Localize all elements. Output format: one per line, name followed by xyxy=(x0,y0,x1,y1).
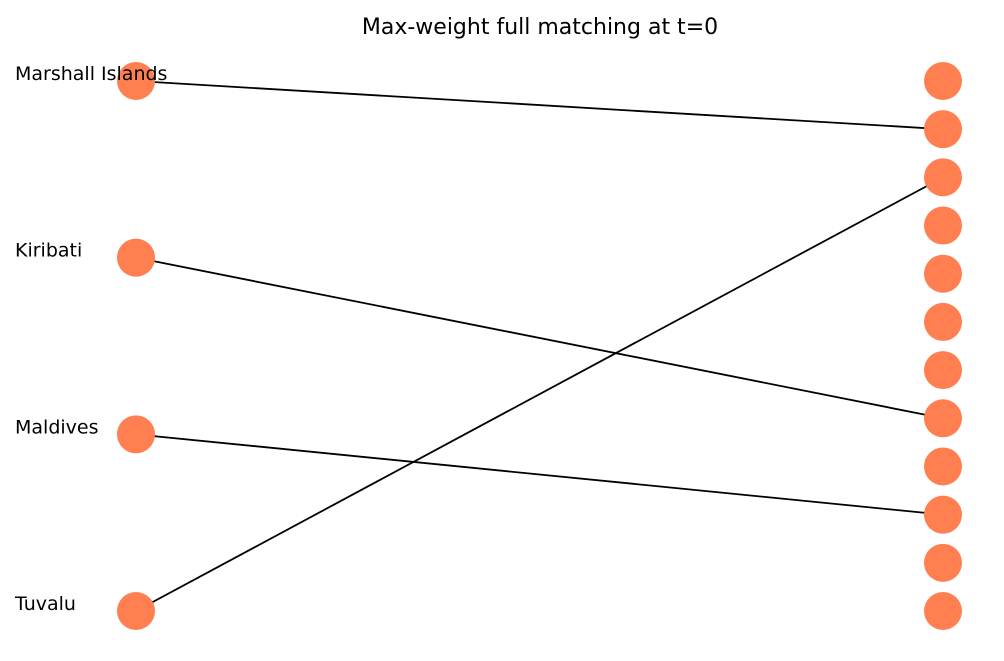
node-label-marshall: Marshall Islands xyxy=(15,63,167,85)
node-label-maldives: Maldives xyxy=(15,416,99,438)
right-node-r10 xyxy=(924,543,962,582)
left-node-tuvalu xyxy=(117,592,155,630)
matching-edge-maldives-r9 xyxy=(135,433,944,516)
left-node-maldives xyxy=(117,415,155,454)
node-layer xyxy=(117,62,962,630)
right-node-r9 xyxy=(924,495,962,534)
matching-edge-marshall-r1 xyxy=(135,80,944,131)
diagram-title: Max-weight full matching at t=0 xyxy=(362,15,718,40)
node-label-tuvalu: Tuvalu xyxy=(14,593,76,615)
right-node-r4 xyxy=(924,254,962,293)
matching-edge-kiribati-r7 xyxy=(135,256,944,420)
right-node-r5 xyxy=(924,302,962,341)
right-node-r1 xyxy=(924,110,962,149)
right-node-r8 xyxy=(924,447,962,486)
matching-edge-tuvalu-r2 xyxy=(135,176,944,612)
left-node-kiribati xyxy=(117,238,155,277)
right-node-r6 xyxy=(924,351,962,390)
edge-layer xyxy=(135,80,944,612)
node-label-kiribati: Kiribati xyxy=(15,240,82,262)
right-node-r0 xyxy=(924,62,962,100)
left-node-marshall xyxy=(117,62,155,100)
right-node-r2 xyxy=(924,158,962,197)
right-node-r3 xyxy=(924,206,962,245)
right-node-r7 xyxy=(924,399,962,438)
right-node-r11 xyxy=(924,592,962,630)
